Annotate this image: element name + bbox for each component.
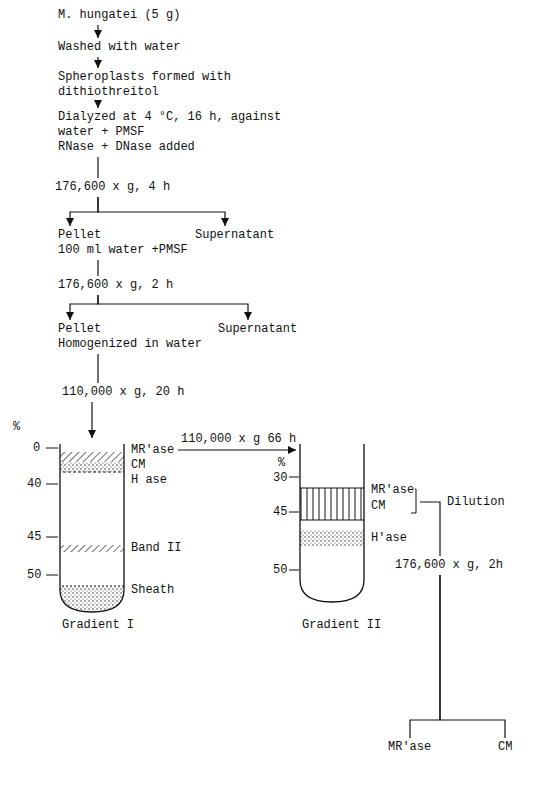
flow-arrow [98, 295, 248, 320]
gradient-label: % [12, 420, 21, 434]
edge-label: 110,000 x g 66 h [180, 432, 297, 446]
step-text: Pellet [58, 228, 188, 243]
flow-arrow [91, 402, 92, 438]
flow-arrow [70, 197, 98, 226]
process-step: 176,600 x g, 2 h [58, 278, 173, 293]
gradient-label: CM [370, 499, 386, 513]
flow-arrow [98, 197, 225, 226]
process-step: Dialyzed at 4 °C, 16 h, against water + … [58, 110, 290, 155]
flow-arrow [97, 354, 98, 383]
flow-arrow [97, 25, 98, 38]
step-text: 176,600 x g, 2h [395, 558, 503, 573]
step-text: 100 ml water +PMSF [58, 243, 188, 258]
tube-caption: Gradient II [302, 618, 381, 633]
process-step: 110,000 x g, 20 h [62, 385, 184, 400]
step-text: CM [498, 740, 512, 755]
gradient-label: Sheath [130, 583, 175, 597]
step-text: Supernatant [195, 228, 274, 243]
step-text: Pellet [58, 322, 202, 337]
flow-arrow [440, 575, 505, 738]
step-text: Dialyzed at 4 °C, 16 h, against water + … [58, 110, 290, 140]
process-step: MR'ase [388, 740, 431, 755]
flow-arrow [420, 502, 440, 556]
flow-arrow [178, 449, 296, 450]
flow-arrow [97, 260, 98, 276]
gradient-label: MR'ase [130, 443, 175, 457]
step-text: Spheroplasts formed with dithiothreitol [58, 70, 238, 100]
gradient-label: 50 [272, 563, 288, 577]
flow-arrow [97, 102, 98, 108]
process-step: PelletHomogenized in water [58, 322, 202, 352]
process-step: 176,600 x g, 2h [395, 558, 503, 573]
process-step: Spheroplasts formed with dithiothreitol [58, 70, 238, 100]
gradient-tube: Gradient I [58, 440, 176, 635]
gradient-label: H ase [130, 473, 168, 487]
process-step: Washed with water [58, 40, 180, 55]
step-text: Supernatant [218, 322, 297, 337]
step-text: 176,600 x g, 2 h [58, 278, 173, 293]
step-text: Homogenized in water [58, 337, 202, 352]
flow-arrow [70, 295, 98, 320]
gradient-label: Band II [130, 541, 182, 555]
flow-arrow [410, 575, 440, 738]
gradient-label: 30 [272, 471, 288, 485]
gradient-label: 45 [26, 530, 42, 544]
process-step: CM [498, 740, 512, 755]
gradient-label: % [277, 456, 286, 470]
process-step: Supernatant [218, 322, 297, 337]
process-step: M. hungatei (5 g) [58, 8, 180, 23]
tube-caption: Gradient I [62, 618, 134, 633]
step-text: Washed with water [58, 40, 180, 55]
gradient-label: CM [130, 458, 146, 472]
gradient-label: 40 [26, 477, 42, 491]
flow-arrow [97, 57, 98, 68]
flow-arrow [97, 157, 98, 178]
gradient-label: H'ase [370, 531, 408, 545]
gradient-label: 45 [272, 505, 288, 519]
gradient-label: MR'ase [370, 483, 415, 497]
process-step: 176,600 x g, 4 h [55, 180, 170, 195]
gradient-label: 50 [26, 568, 42, 582]
step-text: 110,000 x g, 20 h [62, 385, 184, 400]
process-step: Supernatant [195, 228, 274, 243]
edge-label: Dilution [446, 495, 506, 509]
process-step: Pellet100 ml water +PMSF [58, 228, 188, 258]
step-text: M. hungatei (5 g) [58, 8, 180, 23]
gradient-label: 0 [32, 441, 41, 455]
step-text: RNase + DNase added [58, 140, 290, 155]
step-text: MR'ase [388, 740, 431, 755]
step-text: 176,600 x g, 4 h [55, 180, 170, 195]
